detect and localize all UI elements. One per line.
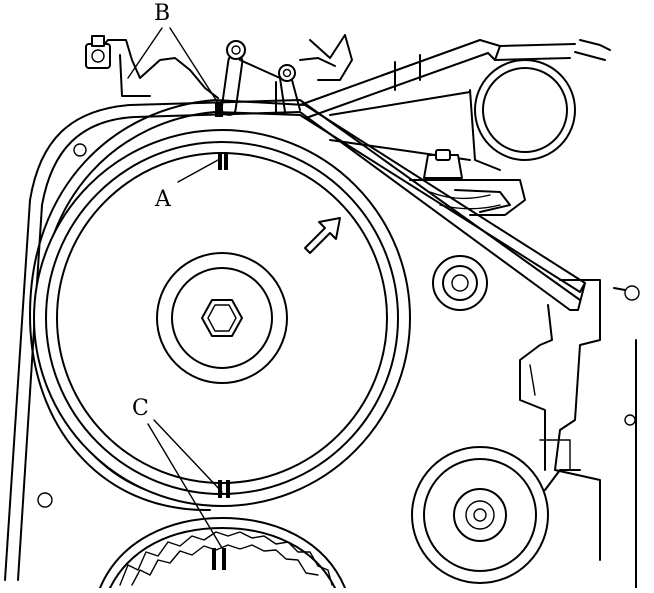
- engine-block-right: [519, 279, 640, 589]
- camshaft-sprocket: [33, 129, 411, 507]
- rotation-arrow-icon: [304, 217, 341, 254]
- timing-mark-c-lower: [212, 548, 226, 570]
- timing-mark-b: [215, 103, 223, 117]
- callout-a: A: [154, 187, 172, 212]
- small-idler: [432, 255, 488, 311]
- rod: [299, 39, 611, 119]
- timing-mark-a: [218, 152, 228, 170]
- tensioner-bolt: [409, 149, 526, 216]
- lower-right-pulley: [411, 446, 581, 584]
- leader-lines: [127, 27, 223, 549]
- belt-cover: [4, 99, 581, 581]
- upper-bracket: [85, 35, 219, 99]
- left-bolt: [37, 492, 53, 508]
- callout-c: C: [132, 396, 149, 421]
- callout-b: B: [154, 1, 170, 26]
- upper-right-idler: [329, 59, 576, 171]
